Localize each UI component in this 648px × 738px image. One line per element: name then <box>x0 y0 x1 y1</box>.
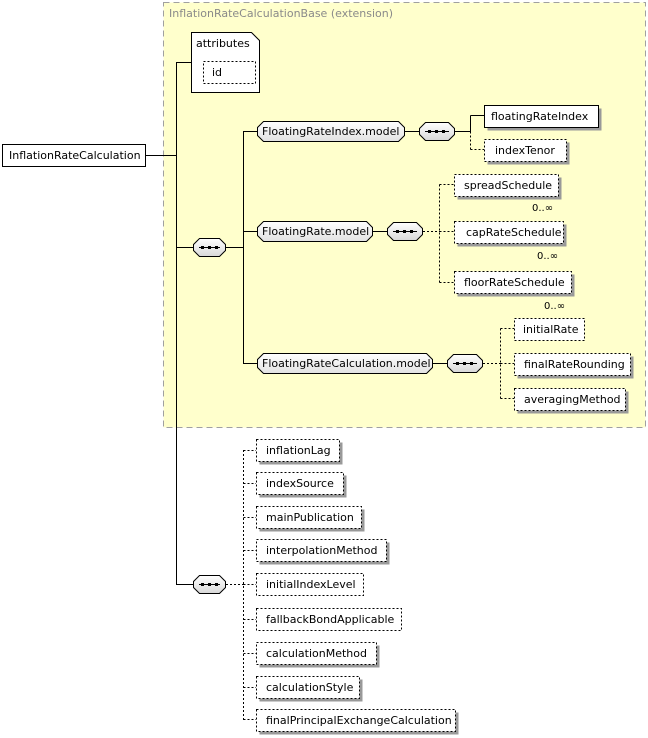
element-fallback-bond-applicable[interactable]: fallbackBondApplicable <box>256 608 402 631</box>
sequence-compositor[interactable] <box>387 222 423 241</box>
element-label: calculationStyle <box>266 681 354 694</box>
element-label: floatingRateIndex <box>491 110 589 123</box>
sequence-compositor[interactable] <box>447 354 483 373</box>
sequence-compositor[interactable] <box>193 238 226 257</box>
occurrence-label: 0..∞ <box>532 203 553 214</box>
group-floating-rate-calculation-model[interactable]: FloatingRateCalculation.model <box>257 353 433 374</box>
element-label: spreadSchedule <box>464 179 552 192</box>
element-calculation-method[interactable]: calculationMethod <box>256 642 380 668</box>
element-index-source[interactable]: indexSource <box>256 472 347 498</box>
element-initial-index-level[interactable]: initialIndexLevel <box>256 573 364 596</box>
group-floating-rate-model[interactable]: FloatingRate.model <box>257 221 373 242</box>
element-label: capRateSchedule <box>466 226 562 239</box>
element-interpolation-method[interactable]: interpolationMethod <box>256 539 390 565</box>
extension-label: InflationRateCalculationBase (extension) <box>169 7 393 20</box>
element-label: floorRateSchedule <box>464 276 565 289</box>
element-label: finalRateRounding <box>524 358 625 371</box>
element-final-rate-rounding[interactable]: finalRateRounding <box>514 353 634 379</box>
element-inflation-lag[interactable]: inflationLag <box>256 439 343 465</box>
element-final-principal-exchange-calculation[interactable]: finalPrincipalExchangeCalculation <box>256 709 459 735</box>
element-main-publication[interactable]: mainPublication <box>256 506 365 532</box>
element-label: calculationMethod <box>266 647 367 660</box>
group-floating-rate-index-model[interactable]: FloatingRateIndex.model <box>257 121 405 142</box>
element-label: interpolationMethod <box>266 544 377 557</box>
occurrence-label: 0..∞ <box>544 301 565 312</box>
element-label: finalPrincipalExchangeCalculation <box>266 714 452 727</box>
element-label: indexSource <box>266 477 334 490</box>
element-floating-rate-index[interactable]: floatingRateIndex <box>484 105 602 131</box>
occurrence-label: 0..∞ <box>537 251 558 262</box>
attributes-box: attributes id <box>191 32 260 93</box>
sequence-compositor[interactable] <box>419 122 455 141</box>
root-element[interactable]: InflationRateCalculation <box>2 144 146 167</box>
sequence-compositor[interactable] <box>193 575 226 594</box>
attributes-label: attributes <box>196 37 250 50</box>
connector-lines <box>146 62 514 720</box>
element-label: averagingMethod <box>524 393 621 406</box>
root-label: InflationRateCalculation <box>9 149 141 162</box>
element-initial-rate[interactable]: initialRate <box>514 318 585 341</box>
element-floor-rate-schedule[interactable]: floorRateSchedule 0..∞ <box>454 271 575 313</box>
element-spread-schedule[interactable]: spreadSchedule 0..∞ <box>454 174 562 215</box>
attribute-id: id <box>212 66 222 79</box>
element-label: initialIndexLevel <box>266 578 356 591</box>
element-index-tenor[interactable]: indexTenor <box>484 139 570 165</box>
element-label: mainPublication <box>266 511 354 524</box>
element-label: indexTenor <box>495 144 555 157</box>
element-cap-rate-schedule[interactable]: capRateSchedule 0..∞ <box>454 221 567 263</box>
element-label: fallbackBondApplicable <box>266 613 395 626</box>
group-label: FloatingRate.model <box>262 225 369 238</box>
group-label: FloatingRateIndex.model <box>262 125 399 138</box>
element-label: initialRate <box>523 323 579 336</box>
element-label: inflationLag <box>266 444 331 457</box>
element-averaging-method[interactable]: averagingMethod <box>514 388 629 414</box>
group-label: FloatingRateCalculation.model <box>262 357 431 370</box>
element-calculation-style[interactable]: calculationStyle <box>256 676 363 702</box>
